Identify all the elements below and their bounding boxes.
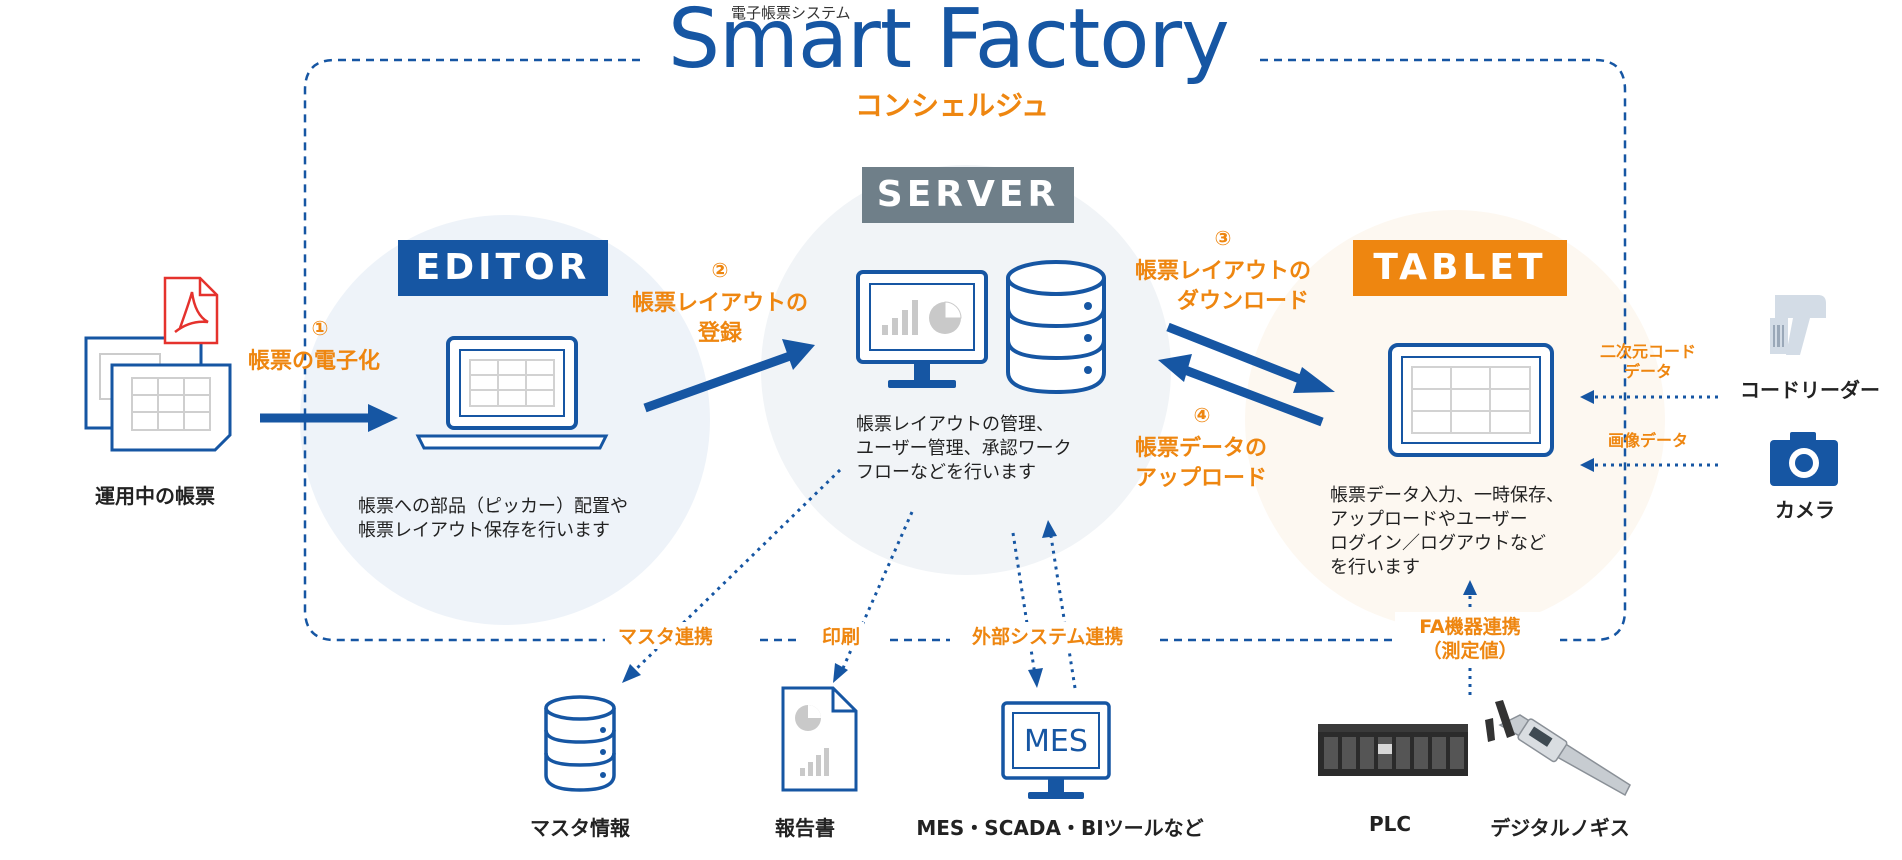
db-dot-1 xyxy=(1084,302,1092,310)
forms-label: 運用中の帳票 xyxy=(95,484,215,508)
mes-monitor-icon xyxy=(1001,701,1111,799)
step2-number: ② xyxy=(711,258,729,282)
link-print-line xyxy=(838,511,914,676)
header-subtitle: コンシェルジュ xyxy=(855,89,1050,122)
link-print-arrowhead xyxy=(833,663,848,683)
monitor-icon xyxy=(856,270,988,388)
caliper-icon xyxy=(1485,700,1631,797)
step3-line1: 帳票レイアウトの xyxy=(1134,259,1311,284)
link-external-label: 外部システム連携 xyxy=(968,622,1128,649)
database-icon xyxy=(1006,260,1106,395)
arrow-register xyxy=(643,339,815,413)
link-print-label: 印刷 xyxy=(818,622,865,649)
link-fa-arrowhead xyxy=(1463,580,1477,595)
tablet-icon xyxy=(1388,343,1554,457)
step4-line1: 帳票データの xyxy=(1135,436,1268,461)
arrow-digitize xyxy=(260,404,398,432)
link-master-line xyxy=(628,468,842,677)
plc-icon xyxy=(1318,724,1468,776)
pdf-icon xyxy=(163,276,219,345)
mes-screen-text: MES xyxy=(1024,724,1088,759)
header-small-title: 電子帳票システム xyxy=(731,4,851,22)
link-mes-arrowhead xyxy=(1028,668,1043,688)
tablet-description-line2: アップロードやユーザー xyxy=(1330,509,1528,530)
link-code-line1: 二次元コード xyxy=(1599,342,1696,361)
step3-number: ③ xyxy=(1214,226,1232,250)
link-fa-line1: FA機器連携 xyxy=(1395,612,1545,639)
code-reader-icon xyxy=(1770,295,1826,355)
server-description-line1: 帳票レイアウトの管理、 xyxy=(856,414,1054,435)
camera-label: カメラ xyxy=(1775,498,1835,522)
link-code-arrowhead xyxy=(1580,390,1594,404)
step4-line2: アップロード xyxy=(1135,466,1268,491)
link-mes-up-arrowhead xyxy=(1042,520,1057,538)
mes-label: MES・SCADA・BIツールなど xyxy=(916,816,1204,840)
link-master-label: マスタ連携 xyxy=(614,622,718,649)
logo-text: Smart Factory xyxy=(668,0,1230,87)
report-label: 報告書 xyxy=(775,816,835,840)
link-mes-up-line xyxy=(1048,529,1077,689)
laptop-icon xyxy=(415,336,609,450)
step1-label: 帳票の電子化 xyxy=(248,349,381,374)
server-description-line2: ユーザー管理、承認ワーク xyxy=(856,438,1072,459)
tablet-description-line4: を行います xyxy=(1330,557,1420,578)
step2-line2: 登録 xyxy=(697,321,742,346)
server-bg-circle xyxy=(761,165,1171,575)
step1-number: ① xyxy=(311,316,329,340)
paper-forms-icon xyxy=(84,336,232,452)
plc-label: PLC xyxy=(1368,812,1412,836)
server-block-label: SERVER xyxy=(862,167,1074,223)
arrow-download xyxy=(1166,322,1335,393)
code-reader-label: コードリーダー xyxy=(1740,378,1880,402)
step3-line2: ダウンロード xyxy=(1176,289,1309,314)
server-description: 帳票レイアウトの管理、 ユーザー管理、承認ワーク フローなどを行います xyxy=(856,413,1072,485)
report-icon xyxy=(781,686,858,792)
link-code-line2: データ xyxy=(1623,362,1672,381)
editor-description-line2: 帳票レイアウト保存を行います xyxy=(358,520,610,541)
master-database-icon xyxy=(544,695,616,792)
caliper-label: デジタルノギス xyxy=(1490,816,1630,840)
editor-description: 帳票への部品（ピッカー）配置や 帳票レイアウト保存を行います xyxy=(358,495,628,543)
editor-block-label: EDITOR xyxy=(398,240,608,296)
db-dot-2 xyxy=(1084,334,1092,342)
link-master-arrowhead xyxy=(622,664,641,683)
tablet-description-line3: ログイン／ログアウトなど xyxy=(1330,533,1546,554)
step2-line1: 帳票レイアウトの xyxy=(631,291,808,316)
master-label: マスタ情報 xyxy=(530,816,630,840)
tablet-block-label: TABLET xyxy=(1353,240,1567,296)
link-image-label: 画像データ xyxy=(1607,431,1688,450)
editor-description-line1: 帳票への部品（ピッカー）配置や xyxy=(358,496,628,517)
camera-icon xyxy=(1770,432,1838,486)
server-description-line3: フローなどを行います xyxy=(856,462,1036,483)
tablet-description-line1: 帳票データ入力、一時保存、 xyxy=(1330,485,1564,506)
link-image-arrowhead xyxy=(1580,458,1594,472)
arrow-upload xyxy=(1158,354,1324,427)
step4-number: ④ xyxy=(1193,403,1211,427)
tablet-description: 帳票データ入力、一時保存、 アップロードやユーザー ログイン／ログアウトなど を… xyxy=(1330,484,1564,580)
frame-right xyxy=(1260,58,1627,642)
db-dot-3 xyxy=(1084,366,1092,374)
link-fa-line2: （測定値） xyxy=(1395,636,1545,663)
